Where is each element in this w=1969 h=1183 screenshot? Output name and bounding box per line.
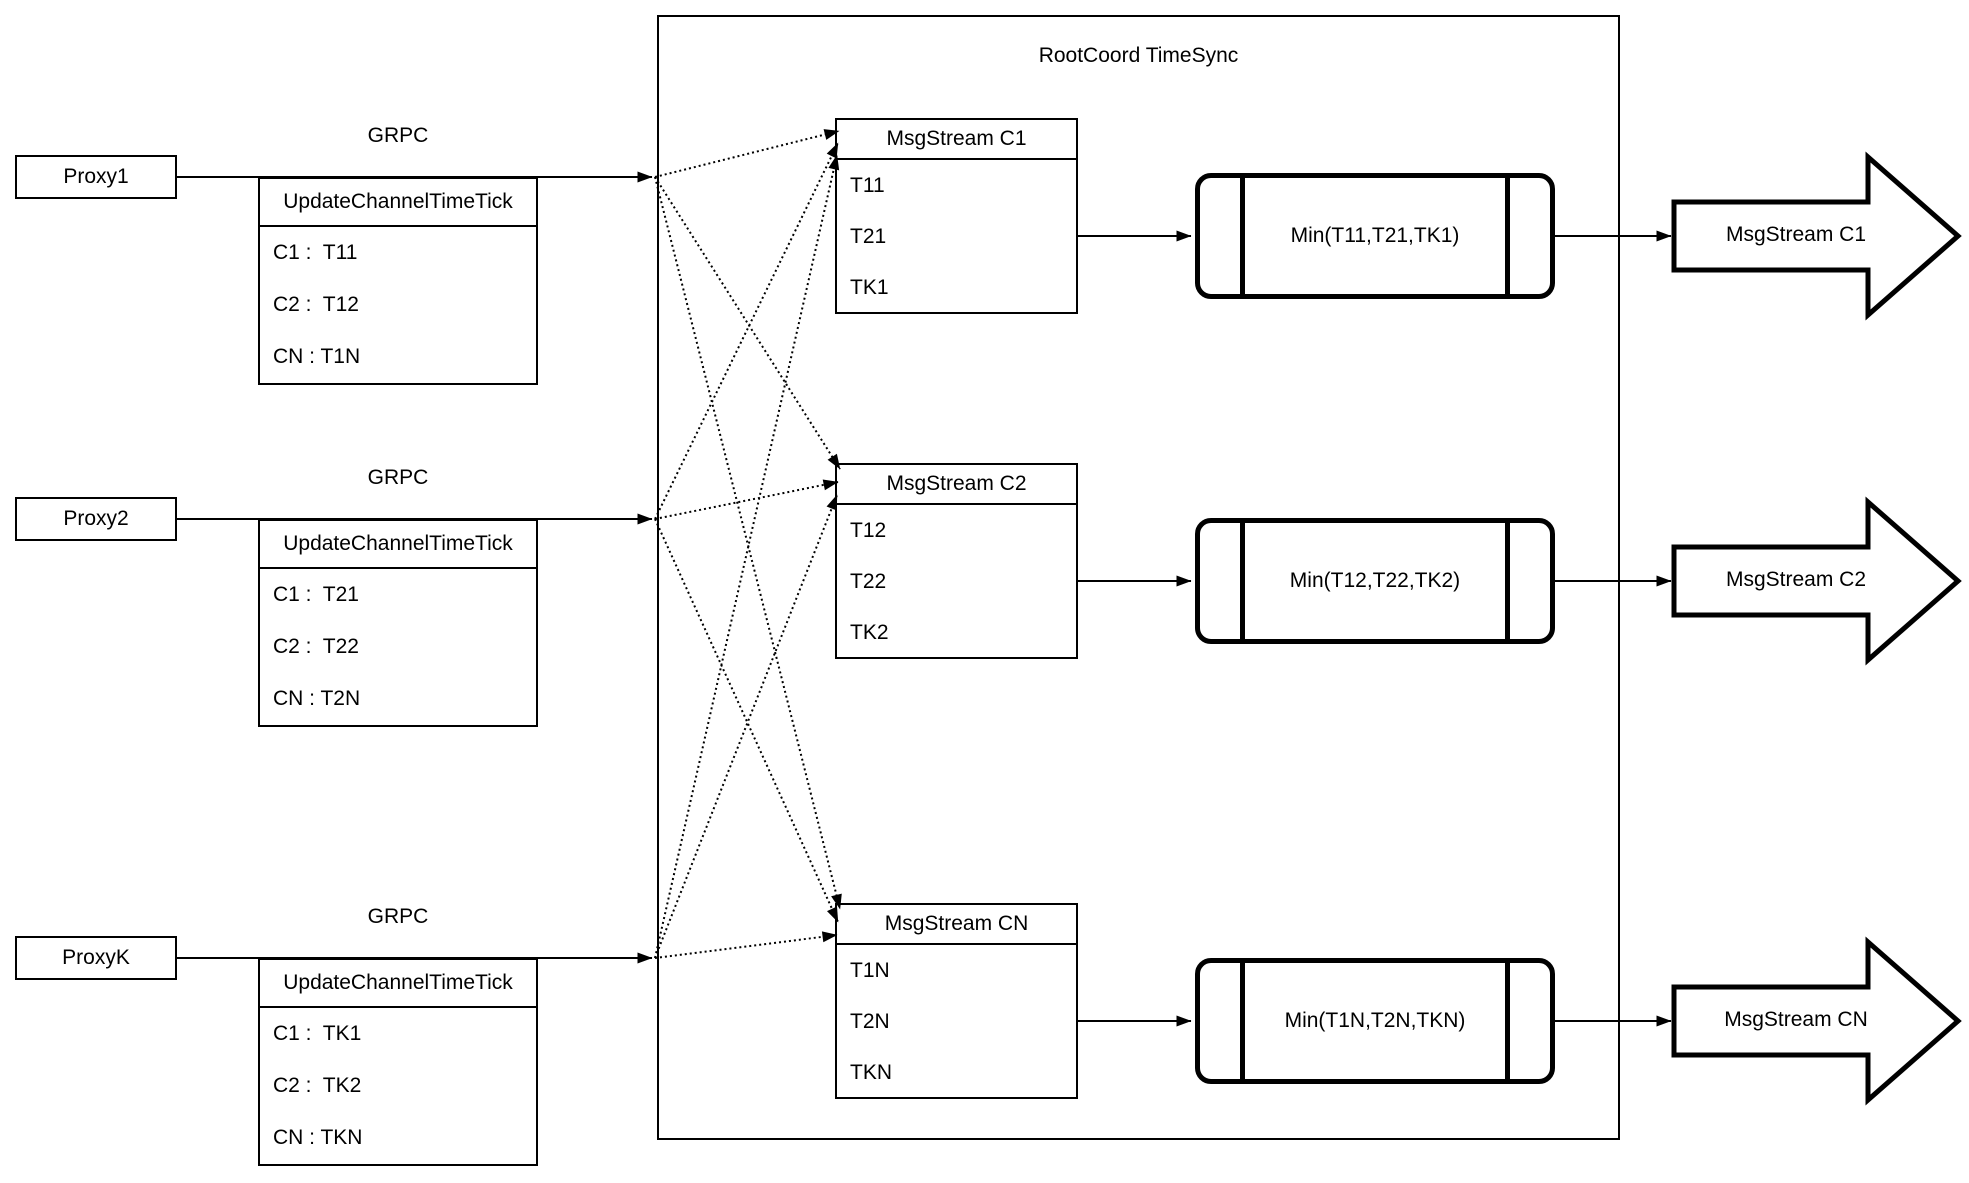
process-divider-icon: [1240, 178, 1245, 294]
proxy2-row-cn: CN : T2N: [273, 687, 361, 710]
proxyk-row-c2: C2 : TK2: [273, 1074, 362, 1097]
proxyk-rpc-header: UpdateChannelTimeTick: [260, 960, 536, 1008]
proxyk-row-c1: C1 : TK1: [273, 1022, 362, 1045]
grpc-label-1: GRPC: [367, 124, 429, 147]
min-c1-label: Min(T11,T21,TK1): [1290, 224, 1460, 247]
msgstream-cn-title: MsgStream CN: [837, 905, 1076, 945]
proxyk-box: ProxyK: [15, 936, 177, 980]
msgstream-c2-table: MsgStream C2 T12 T22 TK2: [835, 463, 1078, 659]
proxy1-timetick-table: UpdateChannelTimeTick C1 : T11 C2 : T12 …: [258, 177, 538, 385]
output-arrow-cn-label: MsgStream CN: [1724, 1008, 1868, 1031]
msgstream-c1-title: MsgStream C1: [837, 120, 1076, 160]
proxy2-row-c2: C2 : T22: [273, 635, 359, 658]
min-cn-process: Min(T1N,T2N,TKN): [1195, 958, 1555, 1084]
proxyk-label: ProxyK: [62, 946, 130, 969]
output-arrow-c1-label: MsgStream C1: [1725, 223, 1867, 246]
proxyk-timetick-table: UpdateChannelTimeTick C1 : TK1 C2 : TK2 …: [258, 958, 538, 1166]
msgstream-cn-tick-1: T2N: [850, 1010, 890, 1033]
msgstream-c1-tick-1: T21: [850, 225, 887, 248]
msgstream-cn-table: MsgStream CN T1N T2N TKN: [835, 903, 1078, 1099]
msgstream-c1-tick-0: T11: [850, 174, 885, 197]
grpc-label-3: GRPC: [367, 905, 429, 928]
msgstream-cn-tick-2: TKN: [850, 1061, 892, 1084]
proxyk-row-cn: CN : TKN: [273, 1126, 363, 1149]
proxy1-row-c1: C1 : T11: [273, 241, 358, 264]
proxy2-rpc-header: UpdateChannelTimeTick: [260, 521, 536, 569]
proxy1-row-cn: CN : T1N: [273, 345, 361, 368]
process-divider-icon: [1240, 963, 1245, 1079]
output-arrow-c2-label: MsgStream C2: [1725, 568, 1867, 591]
process-divider-icon: [1505, 523, 1510, 639]
process-divider-icon: [1505, 963, 1510, 1079]
proxy1-rpc-header: UpdateChannelTimeTick: [260, 179, 536, 227]
min-c2-label: Min(T12,T22,TK2): [1289, 569, 1461, 592]
rootcoord-title: RootCoord TimeSync: [1038, 44, 1239, 67]
proxy1-label: Proxy1: [63, 165, 129, 188]
msgstream-c1-tick-2: TK1: [850, 276, 889, 299]
proxy2-box: Proxy2: [15, 497, 177, 541]
msgstream-c2-tick-2: TK2: [850, 621, 889, 644]
proxy2-label: Proxy2: [63, 507, 129, 530]
process-divider-icon: [1240, 523, 1245, 639]
min-c1-process: Min(T11,T21,TK1): [1195, 173, 1555, 299]
msgstream-cn-tick-0: T1N: [850, 959, 890, 982]
proxy2-timetick-table: UpdateChannelTimeTick C1 : T21 C2 : T22 …: [258, 519, 538, 727]
msgstream-c2-tick-0: T12: [850, 519, 887, 542]
msgstream-c2-tick-1: T22: [850, 570, 887, 593]
proxy1-box: Proxy1: [15, 155, 177, 199]
min-cn-label: Min(T1N,T2N,TKN): [1284, 1009, 1466, 1032]
msgstream-c2-title: MsgStream C2: [837, 465, 1076, 505]
msgstream-c1-table: MsgStream C1 T11 T21 TK1: [835, 118, 1078, 314]
process-divider-icon: [1505, 178, 1510, 294]
min-c2-process: Min(T12,T22,TK2): [1195, 518, 1555, 644]
proxy2-row-c1: C1 : T21: [273, 583, 359, 606]
grpc-label-2: GRPC: [367, 466, 429, 489]
proxy1-row-c2: C2 : T12: [273, 293, 359, 316]
